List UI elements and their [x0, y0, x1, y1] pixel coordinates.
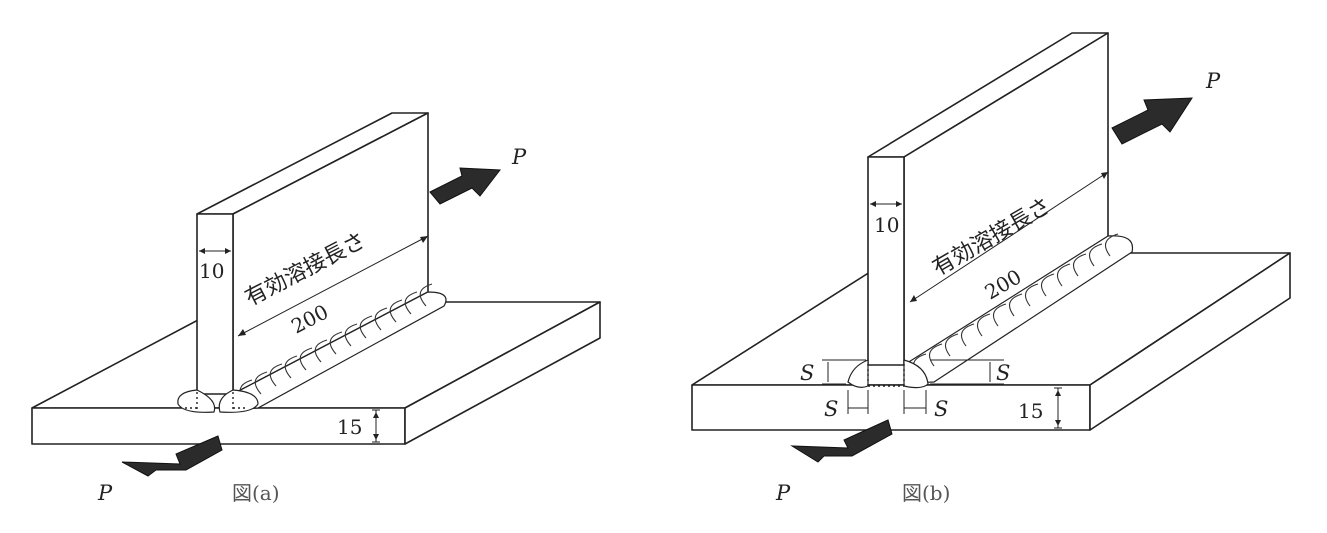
figure-a-plate-thickness-dim: 10	[199, 248, 231, 283]
figure-b-leg-size-dims: S S S S	[800, 359, 1010, 421]
figure-b: 10 有効溶接長さ 200 S S S S	[691, 32, 1291, 505]
figure-a-load-arrow-bottom	[121, 435, 223, 477]
figure-a-weld-sections	[177, 389, 259, 413]
figure-b-caption: 図(b)	[902, 481, 950, 505]
figure-a-load-arrow-top	[429, 167, 501, 205]
figure-b-base-thickness-label: 15	[1018, 399, 1043, 423]
figure-b-weld-sections	[847, 359, 929, 389]
figure-a-load-label-bottom: P	[97, 481, 113, 505]
figure-b-load-arrow-bottom	[790, 419, 893, 463]
figure-b-base-thickness-dim: 15	[1018, 387, 1062, 429]
figure-b-load-arrow-top	[1111, 97, 1193, 145]
figure-b-leg-s-right-vertical: S	[996, 361, 1010, 385]
figure-b-leg-s-right-horizontal: S	[934, 397, 948, 421]
figure-a-base-thickness-label: 15	[337, 415, 362, 439]
figure-a-base-thickness-dim: 15	[337, 409, 380, 443]
figure-b-plate-thickness-label: 10	[874, 213, 899, 237]
figure-b-load-label-bottom: P	[775, 481, 791, 505]
figure-b-leg-s-left-vertical: S	[800, 361, 814, 385]
figure-a: 10 有効溶接長さ 200 15 P P 図(a)	[31, 112, 601, 505]
figure-b-weld-bead	[903, 233, 1134, 383]
figure-a-caption: 図(a)	[232, 481, 280, 505]
figure-b-plate-thickness-dim: 10	[870, 201, 902, 237]
figure-b-load-label-top: P	[1205, 69, 1221, 93]
figure-b-leg-s-left-horizontal: S	[824, 397, 838, 421]
figure-a-weld-bead	[232, 283, 447, 409]
figure-a-plate-thickness-label: 10	[199, 259, 224, 283]
figure-a-load-label-top: P	[511, 145, 527, 169]
